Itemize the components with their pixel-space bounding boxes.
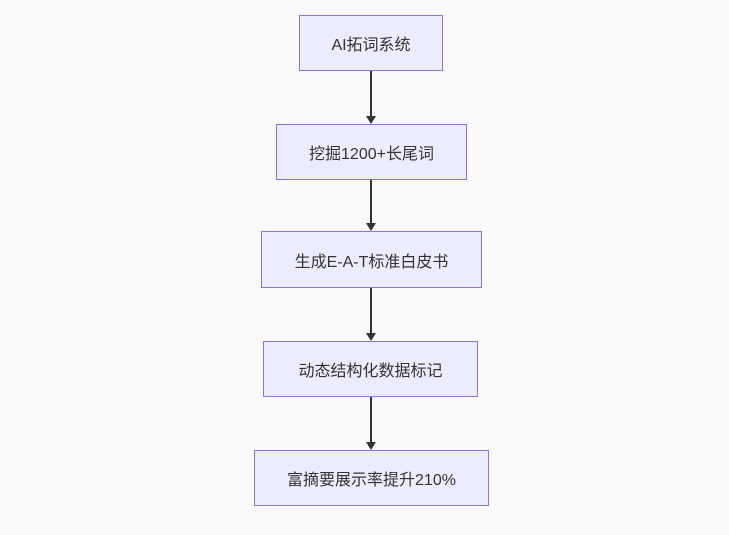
flow-node-ai-keyword-system: AI拓词系统 (299, 15, 443, 71)
flow-node-label: 富摘要展示率提升210% (287, 472, 456, 489)
flow-node-rich-snippet-result: 富摘要展示率提升210% (254, 450, 489, 506)
flow-node-label: AI拓词系统 (331, 37, 411, 54)
flow-node-structured-data-markup: 动态结构化数据标记 (263, 341, 478, 397)
flow-edge-b-c (370, 180, 372, 224)
flow-edge-a-b (370, 71, 372, 117)
flow-node-label: 挖掘1200+长尾词 (309, 146, 434, 163)
flow-edge-d-e (370, 397, 372, 443)
flow-edge-c-d (370, 288, 372, 334)
arrow-down-icon (366, 333, 376, 341)
arrow-down-icon (366, 223, 376, 231)
flow-node-label: 动态结构化数据标记 (298, 363, 443, 380)
flow-node-eat-whitepaper: 生成E-A-T标准白皮书 (261, 231, 482, 288)
flow-node-longtail-mining: 挖掘1200+长尾词 (276, 124, 467, 180)
arrow-down-icon (366, 442, 376, 450)
flow-node-label: 生成E-A-T标准白皮书 (294, 253, 449, 271)
arrow-down-icon (366, 116, 376, 124)
